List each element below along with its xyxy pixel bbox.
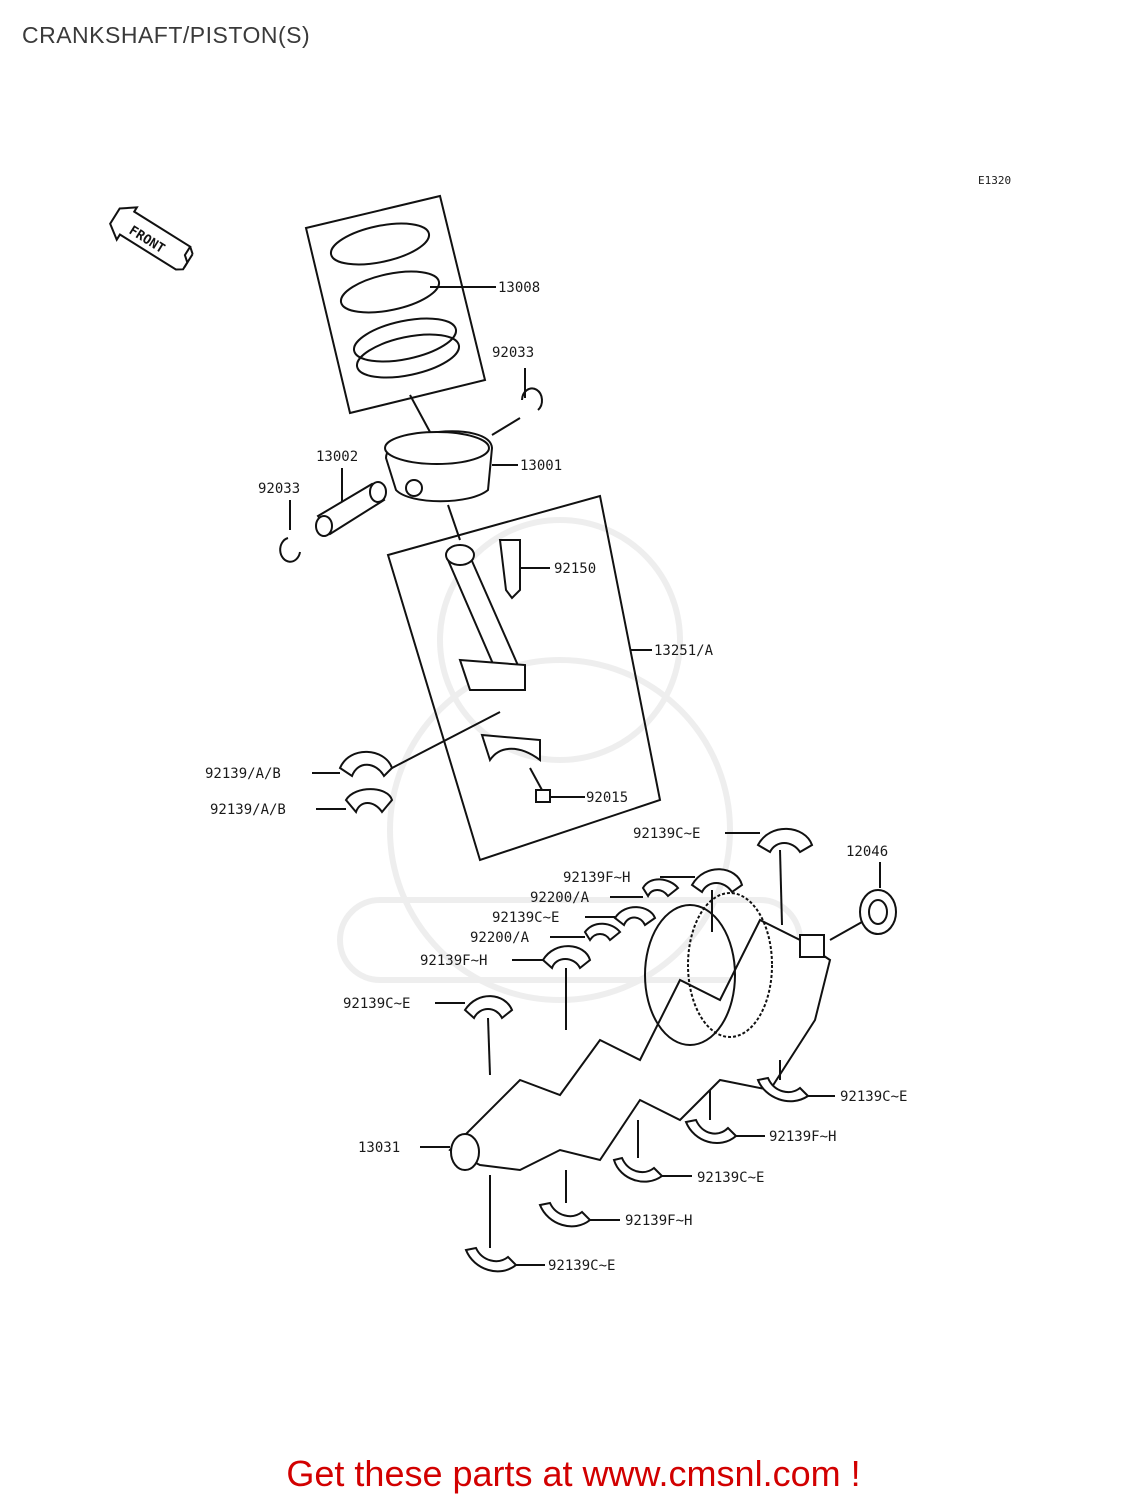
- label-13001: 13001: [520, 458, 562, 474]
- piston-pin: [315, 468, 387, 537]
- label-92139f-h-2: 92139F~H: [420, 953, 487, 969]
- label-13251-a: 13251/A: [654, 643, 714, 659]
- exploded-parts-diagram: E1320 FRONT: [109, 174, 1011, 1274]
- piston-ring-set: [304, 194, 496, 415]
- crankshaft: [420, 892, 863, 1172]
- label-92200-a-1: 92200/A: [530, 890, 590, 906]
- main-bearings-upper: [435, 827, 814, 1076]
- label-92139f-h-3: 92139F~H: [769, 1129, 836, 1145]
- front-arrow-icon: FRONT: [109, 206, 194, 271]
- label-92139c-e-5: 92139C~E: [697, 1170, 764, 1186]
- circlip-right: [491, 368, 543, 436]
- label-92033-right: 92033: [492, 345, 534, 361]
- label-92139c-e-1: 92139C~E: [633, 826, 700, 842]
- label-92139c-e-2: 92139C~E: [492, 910, 559, 926]
- piston: [384, 394, 518, 541]
- label-92033-left: 92033: [258, 481, 300, 497]
- gear-12046: [859, 862, 897, 935]
- label-92150: 92150: [554, 561, 596, 577]
- label-13031: 13031: [358, 1140, 400, 1156]
- main-bearings-lower: [464, 1060, 835, 1273]
- label-92139c-e-4: 92139C~E: [840, 1089, 907, 1105]
- conrod-bearing-upper: [312, 711, 501, 778]
- connecting-rod-assembly: [386, 494, 662, 862]
- label-92139f-h-4: 92139F~H: [625, 1213, 692, 1229]
- label-92200-a-2: 92200/A: [470, 930, 530, 946]
- page-title: CRANKSHAFT/PISTON(S): [22, 22, 311, 48]
- label-13008: 13008: [498, 280, 540, 296]
- diagram-code: E1320: [978, 174, 1011, 187]
- conrod-bearing-lower: [316, 788, 394, 815]
- label-92015: 92015: [586, 790, 628, 806]
- label-13002: 13002: [316, 449, 358, 465]
- label-92139c-e-3: 92139C~E: [343, 996, 410, 1012]
- label-92139c-e-6: 92139C~E: [548, 1258, 615, 1274]
- label-92139-a-b-lower: 92139/A/B: [210, 802, 286, 818]
- label-92139-a-b-upper: 92139/A/B: [205, 766, 281, 782]
- label-12046: 12046: [846, 844, 888, 860]
- label-92139f-h-1: 92139F~H: [563, 870, 630, 886]
- circlip-left: [279, 500, 301, 563]
- footer-link[interactable]: Get these parts at www.cmsnl.com !: [286, 1453, 861, 1494]
